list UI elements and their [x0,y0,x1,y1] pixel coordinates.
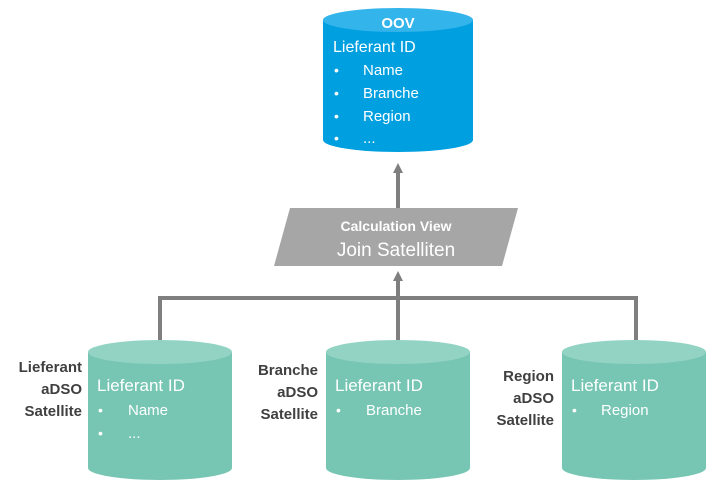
oov-title: OOV [381,15,414,32]
satellite-region-label-line-2: aDSO [513,390,554,407]
satellite-branche-label-line-2: aDSO [277,384,318,401]
satellite-region-bullet-1: • [572,402,577,418]
satellite-branche: Branche aDSO Satellite Lieferant ID • Br… [258,340,470,480]
satellite-lieferant-label-line-3: Satellite [24,403,82,420]
calc-view-subtitle: Join Satelliten [337,240,455,261]
oov-key-label: Lieferant ID [333,39,416,56]
satellite-lieferant-label-line-1: Lieferant [19,359,82,376]
calc-view-title: Calculation View [341,218,452,234]
oov-bullet-2: • [334,85,339,101]
satellite-region-key: Lieferant ID [571,376,659,395]
calc-view-node: Calculation View Join Satelliten [274,208,518,266]
oov-item-3: Region [363,108,411,125]
oov-item-4: ... [363,130,376,147]
oov-bullet-1: • [334,62,339,78]
satellite-lieferant-item-1: Name [128,402,168,419]
satellite-region-label-line-3: Satellite [496,412,554,429]
satellite-lieferant-label-line-2: aDSO [41,381,82,398]
oov-cylinder: OOV Lieferant ID • Name • Branche • Regi… [323,8,473,152]
satellite-branche-label-line-3: Satellite [260,406,318,423]
oov-item-2: Branche [363,85,419,102]
satellite-lieferant-bullet-1: • [98,402,103,418]
satellite-lieferant-bullet-2: • [98,425,103,441]
satellite-region-label-line-1: Region [503,368,554,385]
satellite-lieferant-key: Lieferant ID [97,376,185,395]
satellite-branche-key: Lieferant ID [335,376,423,395]
satellite-lieferant-item-2: ... [128,425,141,442]
satellite-branche-label-line-1: Branche [258,362,318,379]
satellite-branche-bullet-1: • [336,402,341,418]
satellite-region-item-1: Region [601,402,649,419]
oov-item-1: Name [363,62,403,79]
satellite-branche-item-1: Branche [366,402,422,419]
satellite-lieferant: Lieferant aDSO Satellite Lieferant ID • … [19,340,232,480]
connectors [158,163,638,340]
oov-bullet-4: • [334,130,339,146]
oov-bullet-3: • [334,108,339,124]
satellite-region: Region aDSO Satellite Lieferant ID • Reg… [496,340,706,480]
